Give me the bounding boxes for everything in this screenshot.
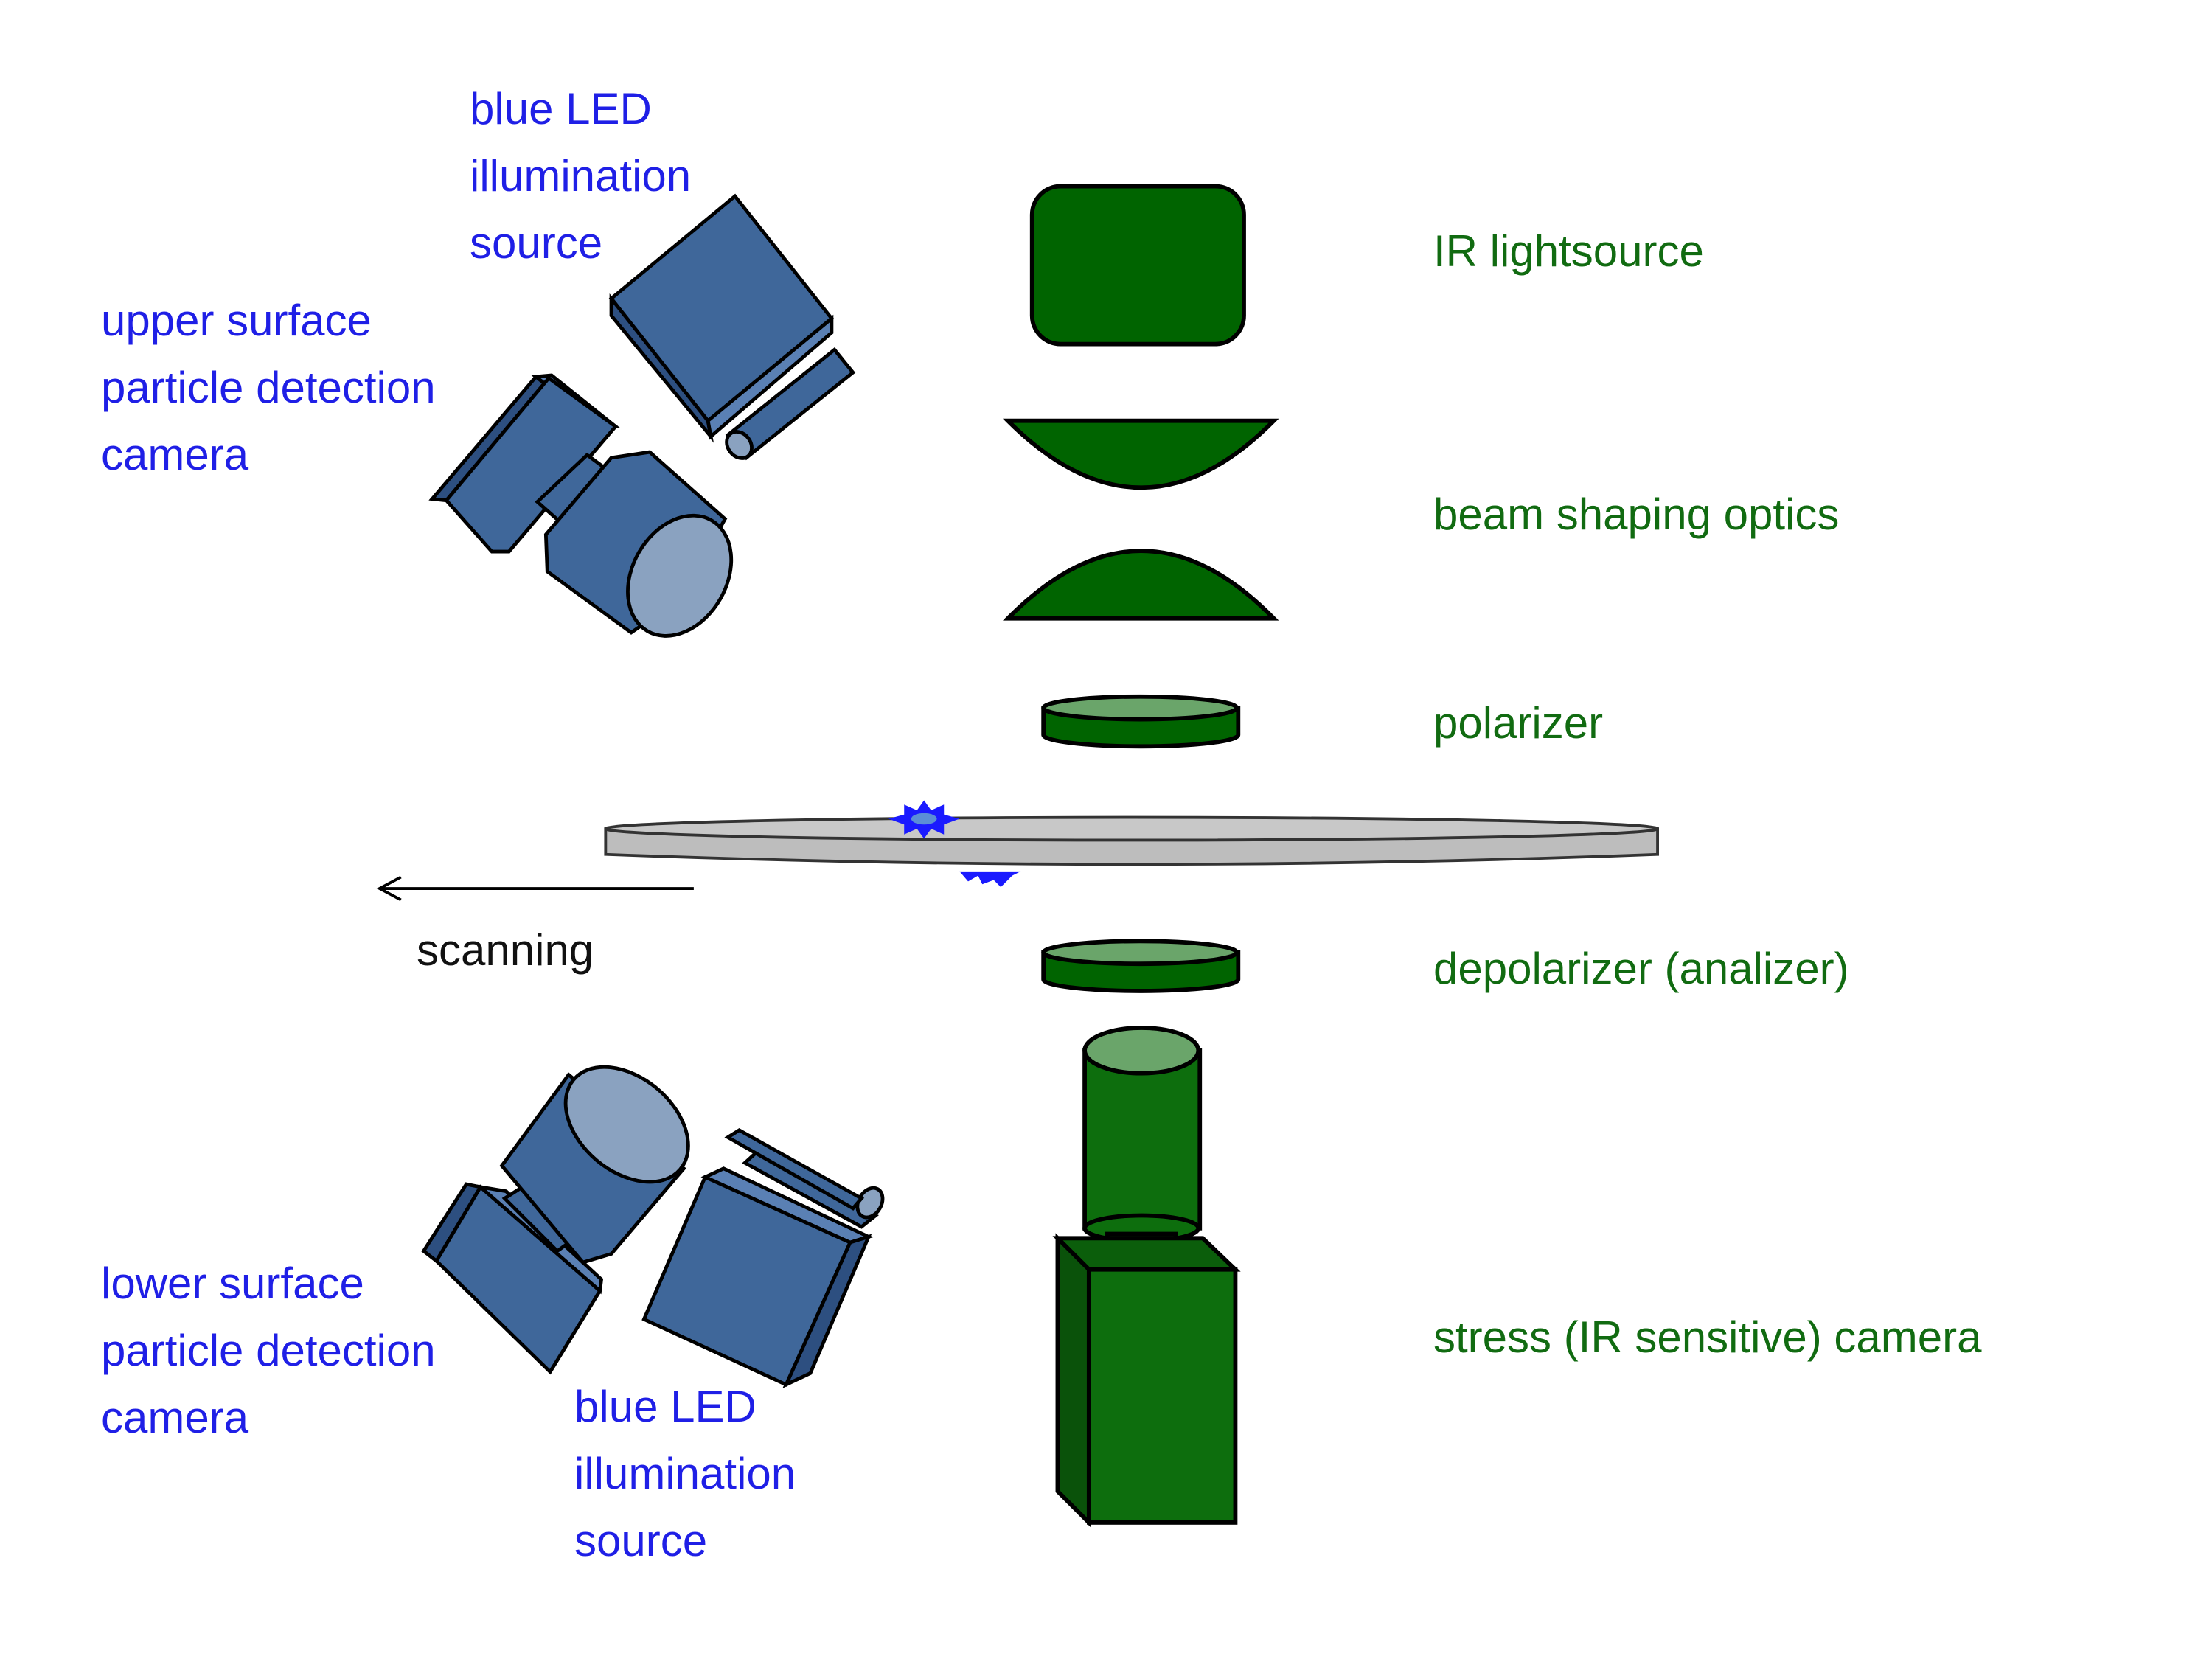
ir-lightsource-shape — [1029, 184, 1246, 347]
lower-particle-star — [959, 871, 1021, 888]
lower-led-source — [641, 1127, 885, 1388]
polarizer-label: polarizer — [1433, 698, 1604, 748]
upper-led-label: blue LED illumination source — [470, 84, 692, 268]
depolarizer-label: depolarizer (analizer) — [1433, 944, 1849, 993]
ir-lightsource-label: IR lightsource — [1433, 226, 1704, 276]
upper-camera-shape — [428, 373, 734, 638]
beam-shaping-label: beam shaping optics — [1433, 490, 1840, 539]
beam-shaping-lens-upper — [1002, 418, 1279, 490]
polarizer-disc — [1041, 694, 1241, 749]
lower-camera-shape — [421, 1065, 690, 1375]
depolarizer-disc — [1041, 939, 1241, 993]
stress-camera-shape — [1052, 1026, 1241, 1528]
scanning-arrow — [376, 875, 694, 902]
scanning-label: scanning — [417, 925, 594, 975]
beam-shaping-lens-lower — [1003, 549, 1279, 621]
upper-led-source — [608, 193, 856, 461]
upper-camera-label: upper surface particle detection camera — [101, 296, 436, 479]
stress-camera-label: stress (IR sensitive) camera — [1433, 1312, 1982, 1362]
lower-led-label: blue LED illumination source — [574, 1382, 796, 1565]
lower-camera-label: lower surface particle detection camera — [101, 1259, 436, 1442]
wafer — [604, 815, 1659, 866]
